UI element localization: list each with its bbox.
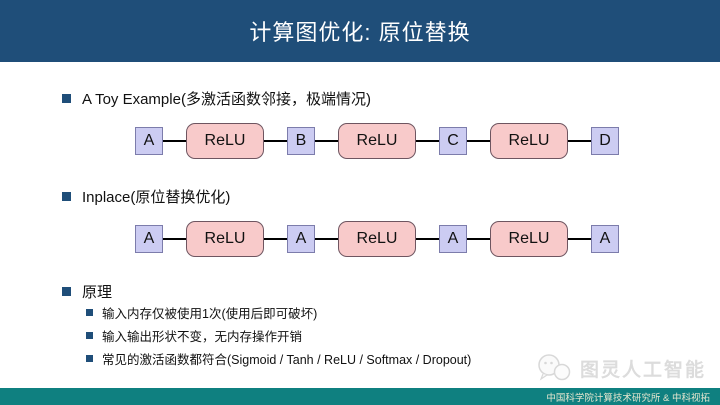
- bullet-square-icon: [86, 355, 93, 362]
- bullet-square-icon: [86, 332, 93, 339]
- bullet-square-icon: [86, 309, 93, 316]
- tensor-node: A: [591, 225, 619, 253]
- tensor-node: D: [591, 127, 619, 155]
- diagram-before-optimization: A ReLU B ReLU C ReLU D: [135, 123, 619, 159]
- edge-connector: [568, 238, 591, 240]
- tensor-node: C: [439, 127, 467, 155]
- watermark-label: 图灵人工智能: [579, 359, 706, 381]
- title-bar: 计算图优化: 原位替换: [0, 0, 720, 62]
- edge-connector: [264, 140, 287, 142]
- edge-connector: [315, 238, 338, 240]
- tensor-node: A: [135, 127, 163, 155]
- edge-connector: [568, 140, 591, 142]
- principle-item-label: 输入内存仅被使用1次(使用后即可破坏): [102, 307, 318, 321]
- footer-text: 中国科学院计算技术研究所 & 中科视拓: [546, 392, 710, 404]
- tensor-node: B: [287, 127, 315, 155]
- inplace-label: Inplace(原位替换优化): [82, 189, 231, 206]
- bullet-toy-example: A Toy Example(多激活函数邻接，极端情况): [62, 88, 371, 109]
- tensor-node: A: [135, 225, 163, 253]
- watermark: 图灵人工智能: [536, 353, 706, 383]
- edge-connector: [416, 238, 439, 240]
- operator-node: ReLU: [338, 221, 416, 257]
- edge-connector: [315, 140, 338, 142]
- operator-node: ReLU: [490, 123, 568, 159]
- edge-connector: [163, 238, 186, 240]
- edge-connector: [467, 140, 490, 142]
- operator-node: ReLU: [186, 221, 264, 257]
- edge-connector: [264, 238, 287, 240]
- tensor-node: A: [439, 225, 467, 253]
- principle-item-label: 常见的激活函数都符合(Sigmoid / Tanh / ReLU / Softm…: [102, 353, 472, 367]
- principle-item: 输入内存仅被使用1次(使用后即可破坏): [86, 303, 317, 322]
- bullet-square-icon: [62, 192, 71, 201]
- principle-item-label: 输入输出形状不变，无内存操作开销: [102, 330, 303, 344]
- operator-node: ReLU: [186, 123, 264, 159]
- bullet-principle: 原理: [62, 281, 112, 302]
- edge-connector: [416, 140, 439, 142]
- page-title: 计算图优化: 原位替换: [249, 20, 471, 45]
- bullet-inplace: Inplace(原位替换优化): [62, 186, 230, 207]
- tensor-node: A: [287, 225, 315, 253]
- footer-bar: 中国科学院计算技术研究所 & 中科视拓: [0, 388, 720, 405]
- principle-item: 输入输出形状不变，无内存操作开销: [86, 326, 302, 345]
- principle-item: 常见的激活函数都符合(Sigmoid / Tanh / ReLU / Softm…: [86, 349, 471, 368]
- diagram-after-optimization: A ReLU A ReLU A ReLU A: [135, 221, 619, 257]
- turing-ai-logo-icon: [538, 354, 571, 381]
- bullet-square-icon: [62, 94, 71, 103]
- edge-connector: [163, 140, 186, 142]
- bullet-square-icon: [62, 287, 71, 296]
- toy-example-label: A Toy Example(多激活函数邻接，极端情况): [82, 91, 371, 108]
- edge-connector: [467, 238, 490, 240]
- principle-label: 原理: [82, 284, 113, 301]
- operator-node: ReLU: [338, 123, 416, 159]
- operator-node: ReLU: [490, 221, 568, 257]
